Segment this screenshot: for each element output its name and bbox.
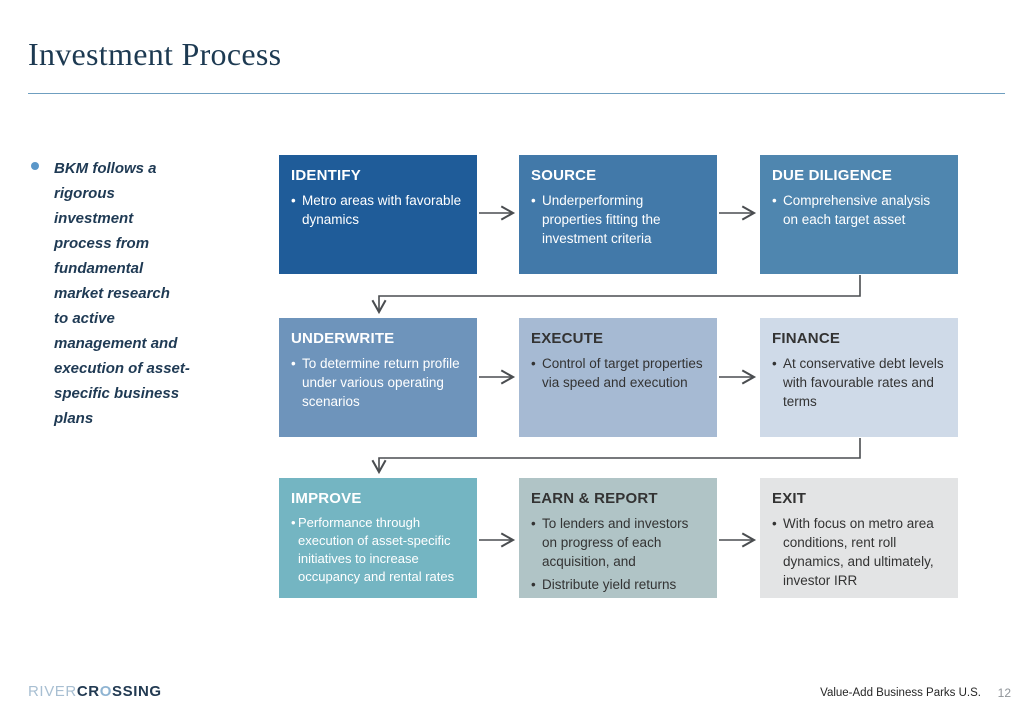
- box-bullet-list: Comprehensive analysis on each target as…: [772, 191, 948, 229]
- rivercrossing-logo: RIVERCROSSING: [28, 683, 162, 700]
- box-bullet: Distribute yield returns: [531, 575, 707, 594]
- process-box-improve: IMPROVE Performance through execution of…: [279, 478, 477, 598]
- title-divider: [28, 93, 1005, 94]
- box-title: FINANCE: [772, 330, 841, 347]
- box-bullet: To determine return profile under variou…: [291, 354, 467, 411]
- bullet-dot: [31, 162, 39, 170]
- box-bullet: Comprehensive analysis on each target as…: [772, 191, 948, 229]
- process-box-exit: EXIT With focus on metro area conditions…: [760, 478, 958, 598]
- logo-river: RIVER: [28, 683, 77, 700]
- page-number: 12: [997, 686, 1011, 700]
- box-bullet: Metro areas with favorable dynamics: [291, 191, 467, 229]
- logo-ssing: SSING: [112, 683, 162, 700]
- process-box-identify: IDENTIFY Metro areas with favorable dyna…: [279, 155, 477, 274]
- box-title: UNDERWRITE: [291, 330, 395, 347]
- box-title: IDENTIFY: [291, 167, 361, 184]
- box-title: IMPROVE: [291, 490, 362, 507]
- process-box-execute: EXECUTE Control of target properties via…: [519, 318, 717, 437]
- logo-cr: CR: [76, 683, 100, 700]
- connector-duediligence-to-underwrite: [371, 275, 861, 315]
- connector-finance-to-improve: [371, 438, 861, 475]
- box-bullet: Performance through execution of asset-s…: [291, 514, 467, 586]
- box-bullet: Control of target properties via speed a…: [531, 354, 707, 392]
- process-box-earn-report: EARN & REPORT To lenders and investors o…: [519, 478, 717, 598]
- logo-o: O: [99, 683, 112, 700]
- intro-bullet-text: BKM follows a rigorous investment proces…: [54, 160, 190, 427]
- process-box-due-diligence: DUE DILIGENCE Comprehensive analysis on …: [760, 155, 958, 274]
- box-bullet-list: Underperforming properties fitting the i…: [531, 191, 707, 248]
- box-title: EXECUTE: [531, 330, 604, 347]
- process-box-finance: FINANCE At conservative debt levels with…: [760, 318, 958, 437]
- box-bullet: At conservative debt levels with favoura…: [772, 354, 948, 411]
- box-bullet: With focus on metro area conditions, ren…: [772, 514, 948, 590]
- box-bullet-list: Control of target properties via speed a…: [531, 354, 707, 392]
- page-title: Investment Process: [28, 36, 282, 72]
- box-title: EARN & REPORT: [531, 490, 658, 507]
- box-bullet-list: To lenders and investors on progress of …: [531, 514, 707, 594]
- footer-doc-title: Value-Add Business Parks U.S.: [820, 687, 981, 699]
- process-box-source: SOURCE Underperforming properties fittin…: [519, 155, 717, 274]
- process-box-underwrite: UNDERWRITE To determine return profile u…: [279, 318, 477, 437]
- box-bullet-list: Metro areas with favorable dynamics: [291, 191, 467, 229]
- box-bullet-list: To determine return profile under variou…: [291, 354, 467, 411]
- box-bullet: Underperforming properties fitting the i…: [531, 191, 707, 248]
- box-title: DUE DILIGENCE: [772, 167, 893, 184]
- box-title: EXIT: [772, 490, 807, 507]
- box-bullet-list: At conservative debt levels with favoura…: [772, 354, 948, 411]
- box-bullet: To lenders and investors on progress of …: [531, 514, 707, 571]
- box-title: SOURCE: [531, 167, 597, 184]
- box-bullet-list: Performance through execution of asset-s…: [291, 514, 467, 586]
- box-bullet-list: With focus on metro area conditions, ren…: [772, 514, 948, 590]
